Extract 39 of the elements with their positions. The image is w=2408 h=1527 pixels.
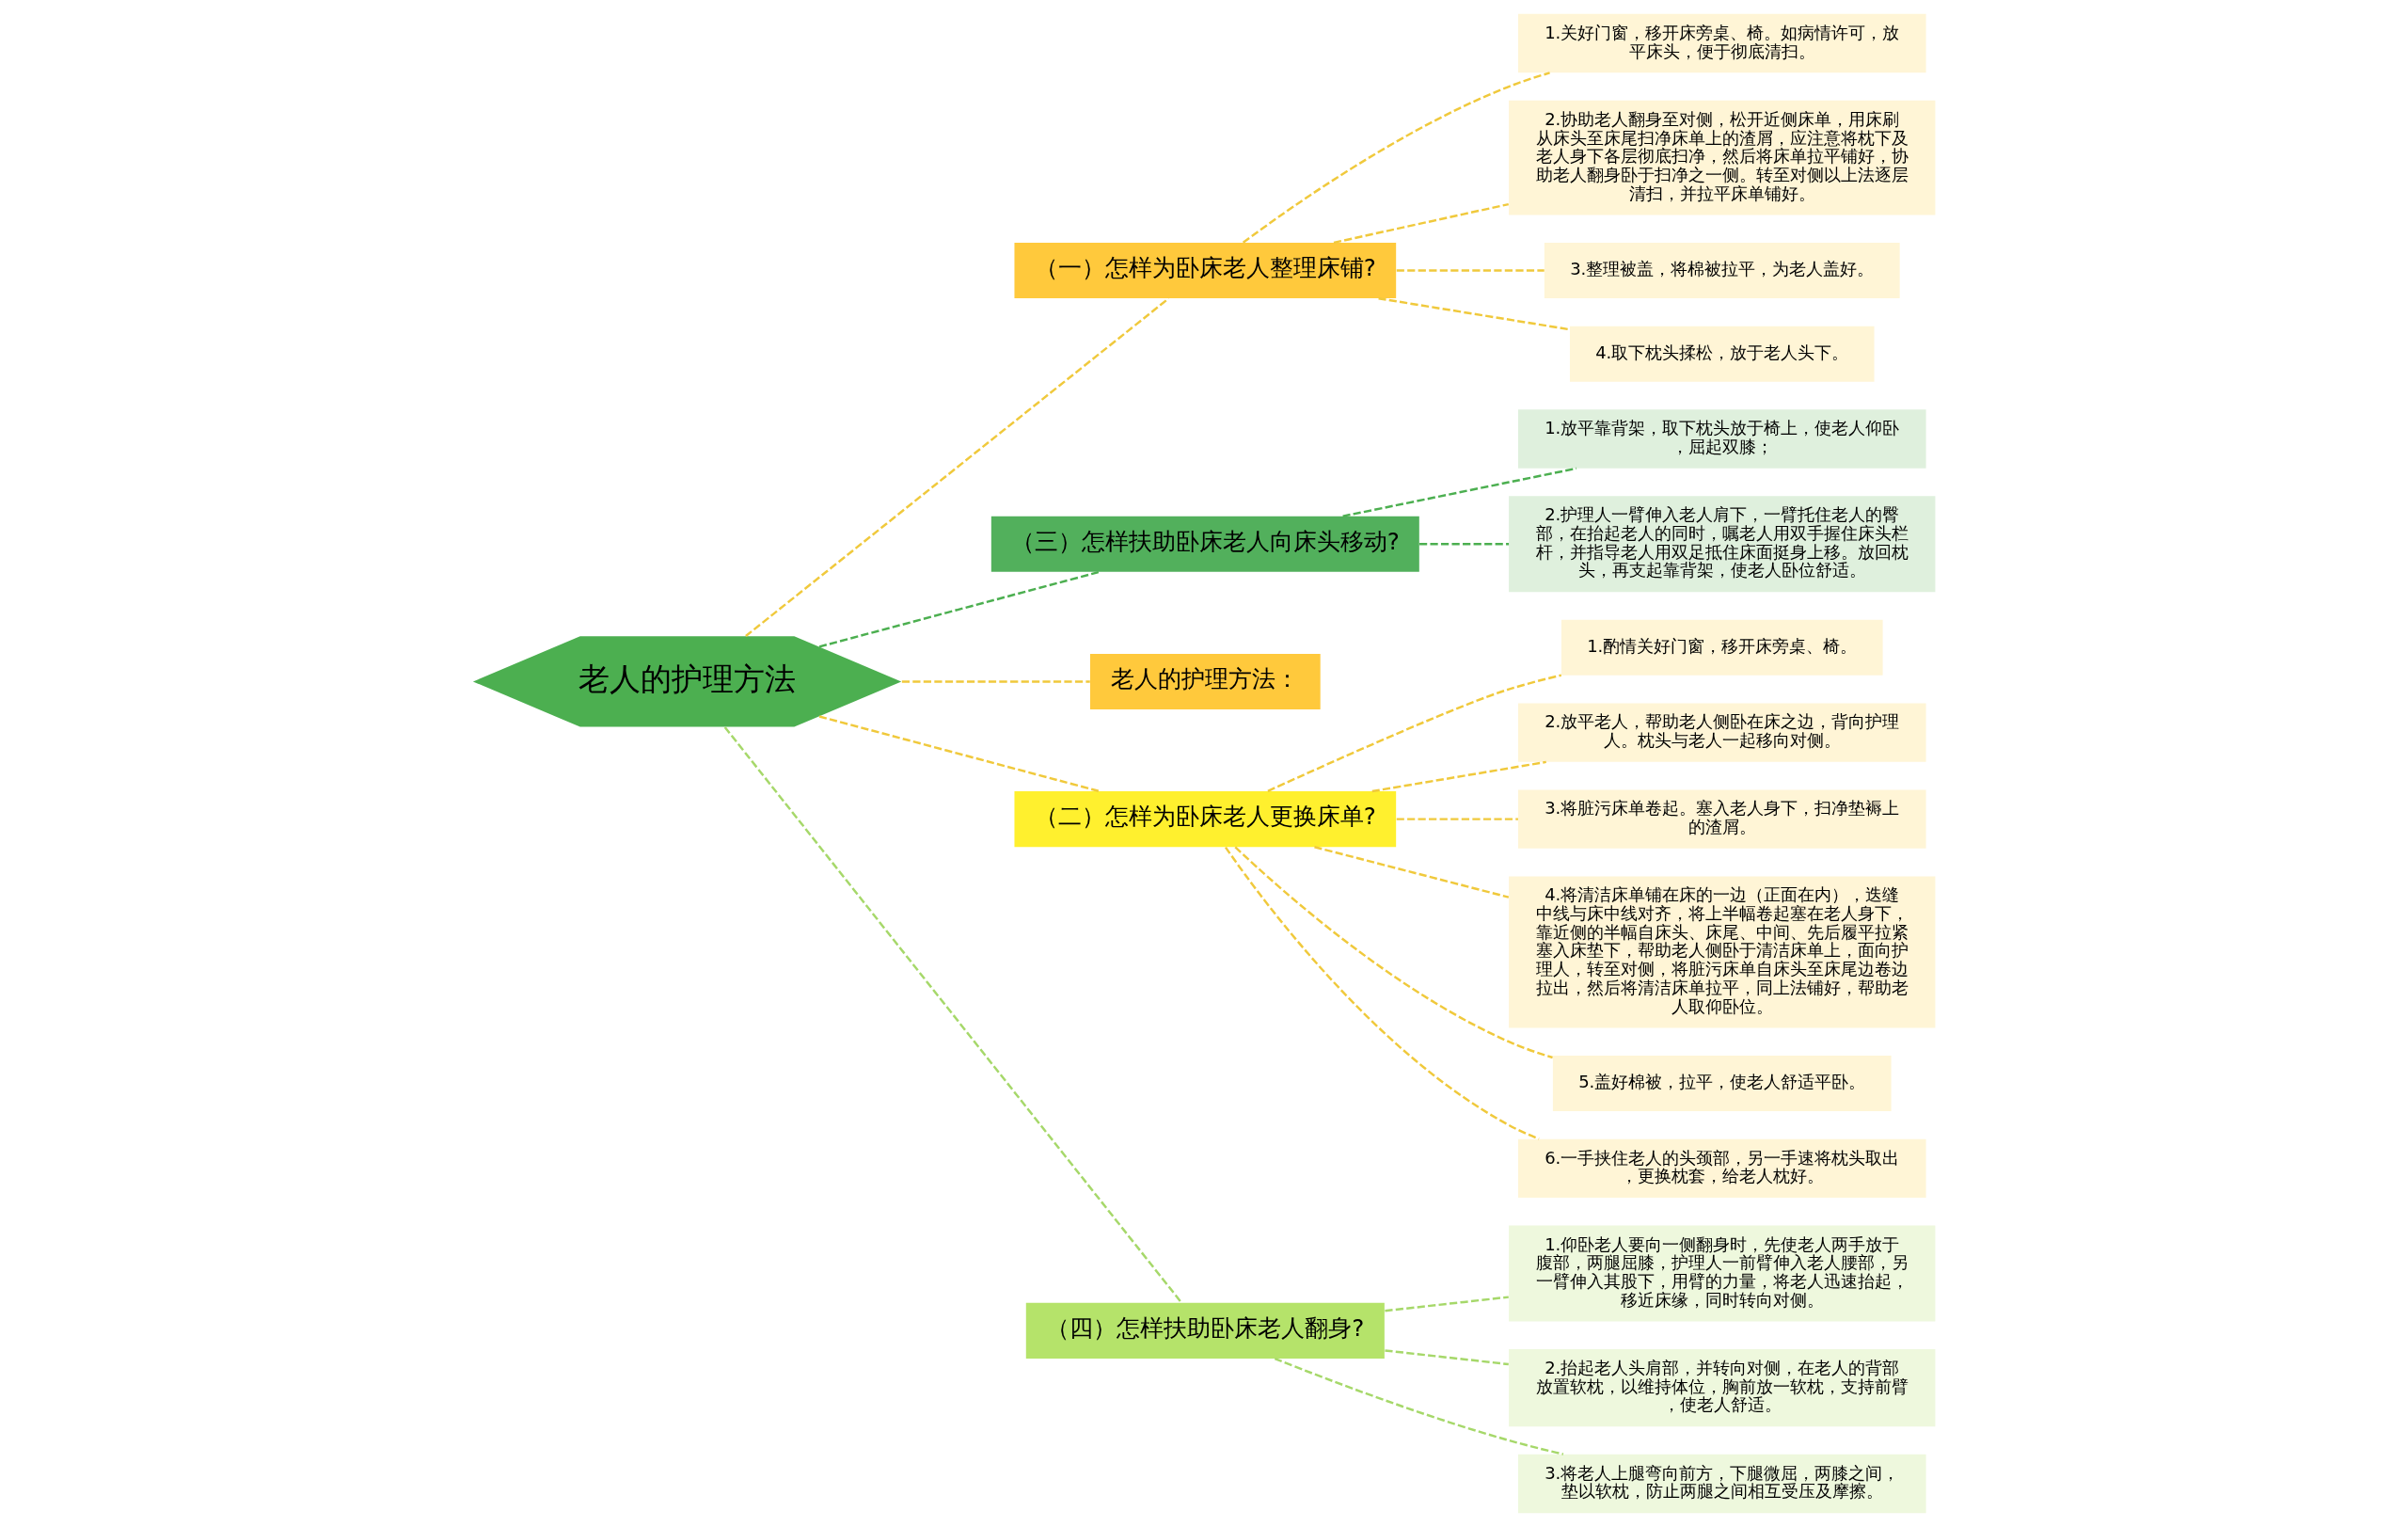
connector [1314,846,1510,899]
node-box: 1.酌情关好门窗，移开床旁桌、椅。 [1560,619,1883,676]
connector [1242,72,1550,244]
connector [1371,760,1546,793]
connector [1234,846,1553,1059]
connector [1419,543,1510,546]
connector [723,726,1182,1303]
connector [1385,1296,1509,1312]
connector [1396,818,1518,820]
node-box: 2.护理人一臂伸入老人肩下，一臂托住老人的臀部，在抬起老人的同时，嘱老人用双手握住床头栏杆，并指导老人用双足抵住床面挺身上移。放回枕头，再支起靠背架，使老人卧位舒适。 [1509,496,1936,593]
connector [1333,202,1509,245]
node-box: 老人的护理方法： [1089,653,1321,709]
connector [818,570,1100,648]
node-box: 2.放平老人，帮助老人侧卧在床之边，背向护理人。枕头与老人一起移向对侧。 [1517,703,1926,762]
node-box: 4.取下枕头揉松，放于老人头下。 [1569,326,1875,382]
connector [1385,1349,1509,1366]
connector [1225,846,1540,1140]
connector [1396,269,1545,272]
node-box: 5.盖好棉被，拉平，使老人舒适平卧。 [1552,1055,1892,1112]
node-box: 1.放平靠背架，取下枕头放于椅上，使老人仰卧，屈起双膝； [1517,409,1926,469]
node-box: （四）怎样扶助卧床老人翻身? [1025,1302,1385,1359]
node-box: （一）怎样为卧床老人整理床铺? [1014,242,1397,299]
connector [1342,467,1577,517]
node-box: 3.将脏污床单卷起。塞入老人身下，扫净垫褥上的渣屑。 [1517,789,1926,849]
connector [1267,674,1562,792]
connector [818,715,1100,793]
node-box: 3.整理被盖，将棉被拉平，为老人盖好。 [1544,242,1900,299]
node-box: 1.仰卧老人要向一侧翻身时，先使老人两手放于腹部，两腿屈膝，护理人一前臂伸入老人腰部，另一臂伸入其股下，用臂的力量，将老人迅速抬起，移近床缘，同时转向对侧。 [1509,1225,1936,1322]
node-box: 4.将清洁床单铺在床的一边（正面在内），迭缝中线与床中线对齐，将上半幅卷起塞在老人身下，靠近侧的半幅自床头、床尾、中间、先后履平拉紧塞入床垫下，帮助老人侧卧于清洁床单上，面向护理人，转至对侧，将脏污床单自床头至床尾边卷边拉出，然后将清洁床单拉平，同上法铺好，帮助老人取仰卧位。 [1509,876,1936,1028]
node-box: 2.协助老人翻身至对侧，松开近侧床单，用床刷从床头至床尾扫净床单上的渣屑，应注意将枕下及老人身下各层彻底扫净，然后将床单拉平铺好，协助老人翻身卧于扫净之一侧。转至对侧以上法逐层清扫，并拉平床单铺好。 [1509,100,1936,215]
connector [901,680,1090,683]
node-box: （二）怎样为卧床老人更换床单? [1014,791,1397,848]
node-box: 6.一手挟住老人的头颈部，另一手速将枕头取出，更换枕套，给老人枕好。 [1517,1138,1926,1199]
node-box: （三）怎样扶助卧床老人向床头移动? [990,516,1419,572]
node-box: 2.抬起老人头肩部，并转向对侧，在老人的背部放置软枕，以维持体位，胸前放一软枕，支持前臂，使老人舒适。 [1509,1349,1936,1427]
connector [1274,1357,1564,1455]
connector [1378,296,1570,331]
node-box: 1.关好门窗，移开床旁桌、椅。如病情许可，放平床头，便于彻底清扫。 [1517,13,1926,73]
node-box: 3.将老人上腿弯向前方，下腿微屈，两膝之间，垫以软枕，防止两腿之间相互受压及摩擦。 [1517,1454,1926,1514]
